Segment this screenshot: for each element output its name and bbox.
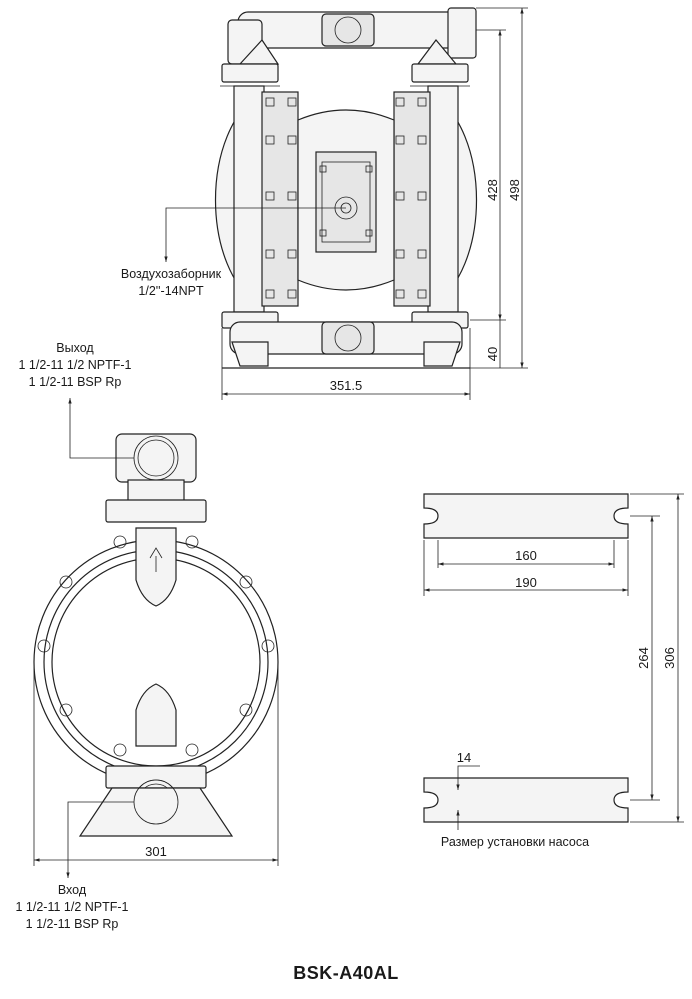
dim-498: 498 (507, 179, 522, 201)
inlet-name: Вход (57, 883, 87, 897)
dim-306: 306 (662, 647, 677, 669)
side-dims (33, 398, 279, 878)
front-dims (164, 7, 528, 400)
dim-301: 301 (145, 844, 167, 859)
inlet-label: Вход 1 1/2-11 1/2 NPTF-1 1 1/2-11 BSP Rp (2, 882, 142, 933)
dim-428: 428 (485, 179, 500, 201)
outlet-label: Выход 1 1/2-11 1/2 NPTF-1 1 1/2-11 BSP R… (2, 340, 148, 391)
inlet-thread-bsp: 1 1/2-11 BSP Rp (25, 917, 119, 931)
outlet-name: Выход (56, 341, 94, 355)
outlet-thread-npt: 1 1/2-11 1/2 NPTF-1 (18, 358, 132, 372)
outlet-thread-bsp: 1 1/2-11 BSP Rp (28, 375, 122, 389)
dim-160: 160 (515, 548, 537, 563)
inlet-thread-npt: 1 1/2-11 1/2 NPTF-1 (15, 900, 129, 914)
air-inlet-thread: 1/2''-14NPT (138, 284, 204, 298)
air-inlet-label: Воздухозаборник 1/2''-14NPT (106, 266, 236, 300)
air-inlet-name: Воздухозаборник (120, 267, 222, 281)
mounting-view (423, 493, 684, 830)
dim-40: 40 (485, 347, 500, 361)
dim-190: 190 (515, 575, 537, 590)
side-view (33, 433, 279, 837)
front-view (215, 7, 477, 369)
dim-351-5: 351.5 (330, 378, 363, 393)
model-title: BSK-A40AL (293, 963, 399, 983)
dim-14: 14 (457, 750, 471, 765)
dim-264: 264 (636, 647, 651, 669)
mounting-label: Размер установки насоса (440, 835, 590, 849)
